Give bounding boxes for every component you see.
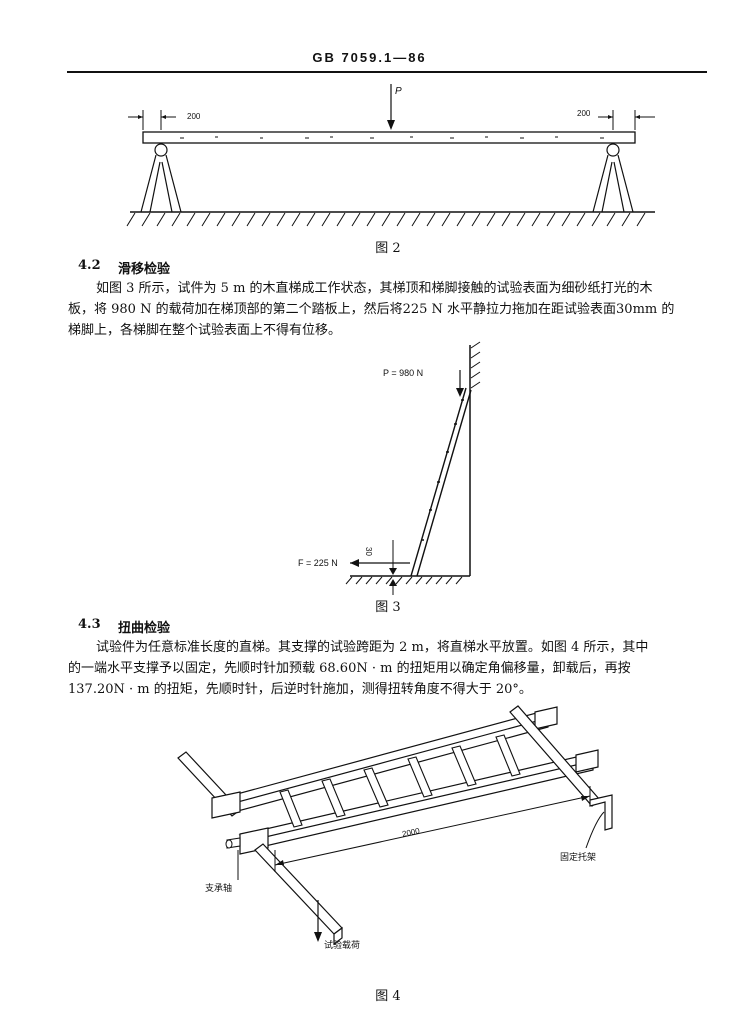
figure-2-load-label: P bbox=[395, 86, 402, 97]
figure-3-diagram bbox=[345, 341, 481, 595]
section-4-3-line-1: 试验件为任意标准长度的直梯。其支撑的试验跨距为 2 m，将直梯水平放置。如图 4… bbox=[96, 640, 649, 655]
section-4-3-number: 4.3 bbox=[78, 617, 101, 632]
section-4-2-line-1: 如图 3 所示，试件为 5 m 的木直梯成工作状态，其梯顶和梯脚接触的试验表面为… bbox=[96, 281, 653, 296]
figure-4-fixed-bracket-label: 固定托架 bbox=[560, 852, 597, 862]
section-4-3-title: 扭曲检验 bbox=[118, 621, 171, 636]
section-4-3-line-2: 的一端水平支撑予以固定，先顺时针加预载 68.60N · m 的扭矩用以确定角偏… bbox=[68, 661, 631, 676]
figure-3-caption: 图 3 bbox=[375, 600, 401, 615]
section-4-2-title: 滑移检验 bbox=[118, 262, 171, 277]
figure-2-dim-left: 200 bbox=[187, 112, 201, 121]
figure-4-test-load-label: 试验载荷 bbox=[324, 940, 361, 950]
figure-2-dim-right: 200 bbox=[577, 109, 591, 118]
figure-3-force-label: F = 225 N bbox=[298, 558, 338, 568]
section-4-2-line-2: 板，将 980 N 的载荷加在梯顶部的第二个踏板上，然后将225 N 水平静拉力… bbox=[68, 302, 675, 317]
figure-2-diagram bbox=[126, 84, 655, 227]
figure-4-support-axis-label: 支承轴 bbox=[205, 883, 233, 893]
figure-4-caption: 图 4 bbox=[375, 989, 401, 1004]
standard-code-header: GB 7059.1—86 bbox=[312, 50, 427, 65]
section-4-2-line-3: 梯脚上，各梯脚在整个试验表面上不得有位移。 bbox=[68, 323, 342, 338]
figure-3-load-label: P = 980 N bbox=[383, 368, 424, 378]
header-rule bbox=[67, 71, 707, 73]
figure-2-caption: 图 2 bbox=[375, 241, 401, 256]
figure-4-diagram bbox=[177, 705, 613, 946]
section-4-3-line-3: 137.20N · m 的扭矩，先顺时针，后逆时针施加，测得扭转角度不得大于 2… bbox=[68, 682, 532, 697]
section-4-2-number: 4.2 bbox=[78, 258, 101, 273]
